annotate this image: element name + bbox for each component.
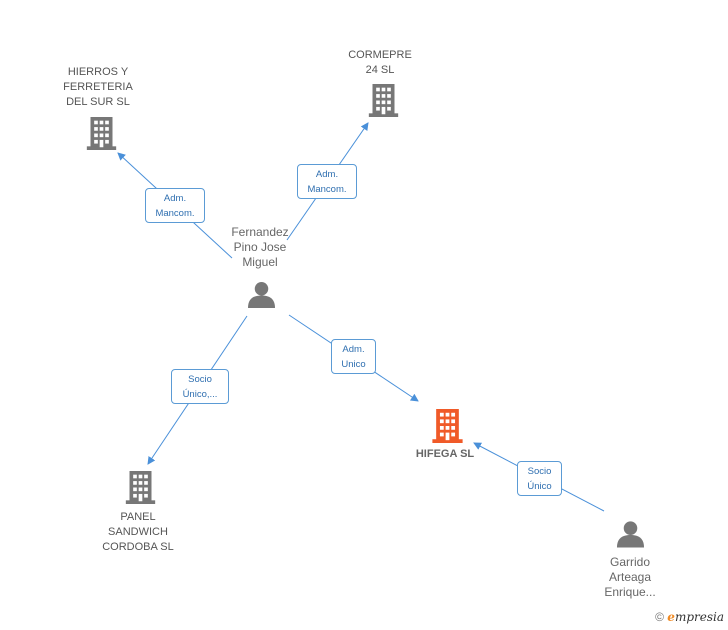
node-label-hierros[interactable]: HIERROS Y FERRETERIA DEL SUR SL	[63, 66, 133, 108]
edge-label-socio-unico: Socio Único	[517, 461, 562, 496]
building-icon-focus[interactable]	[432, 409, 463, 443]
node-label-hifega[interactable]: HIFEGA SL	[415, 448, 475, 460]
node-label-cormepre[interactable]: CORMEPRE 24 SL	[348, 49, 412, 76]
person-icon[interactable]	[616, 521, 645, 548]
edge-label-socio-unico: Socio Único,...	[171, 369, 229, 404]
copyright-icon: ©	[655, 610, 664, 624]
brand-name: mpresia	[674, 610, 724, 624]
building-icon[interactable]	[368, 84, 399, 117]
footer-brand[interactable]: © empresia	[655, 610, 724, 624]
edge-label-adm-unico: Adm. Unico	[331, 339, 376, 374]
edge-label-adm-mancom: Adm. Mancom.	[145, 188, 205, 223]
node-label-panel[interactable]: PANEL SANDWICH CORDOBA SL	[102, 511, 174, 553]
edge-label-adm-mancom: Adm. Mancom.	[297, 164, 357, 199]
node-label-fernandez[interactable]: Fernandez Pino Jose Miguel	[231, 225, 289, 269]
node-label-garrido[interactable]: Garrido Arteaga Enrique...	[604, 555, 656, 599]
brand-logo-e: e	[667, 610, 675, 624]
building-icon[interactable]	[86, 117, 117, 150]
building-icon[interactable]	[125, 471, 156, 504]
person-icon[interactable]	[248, 281, 275, 308]
